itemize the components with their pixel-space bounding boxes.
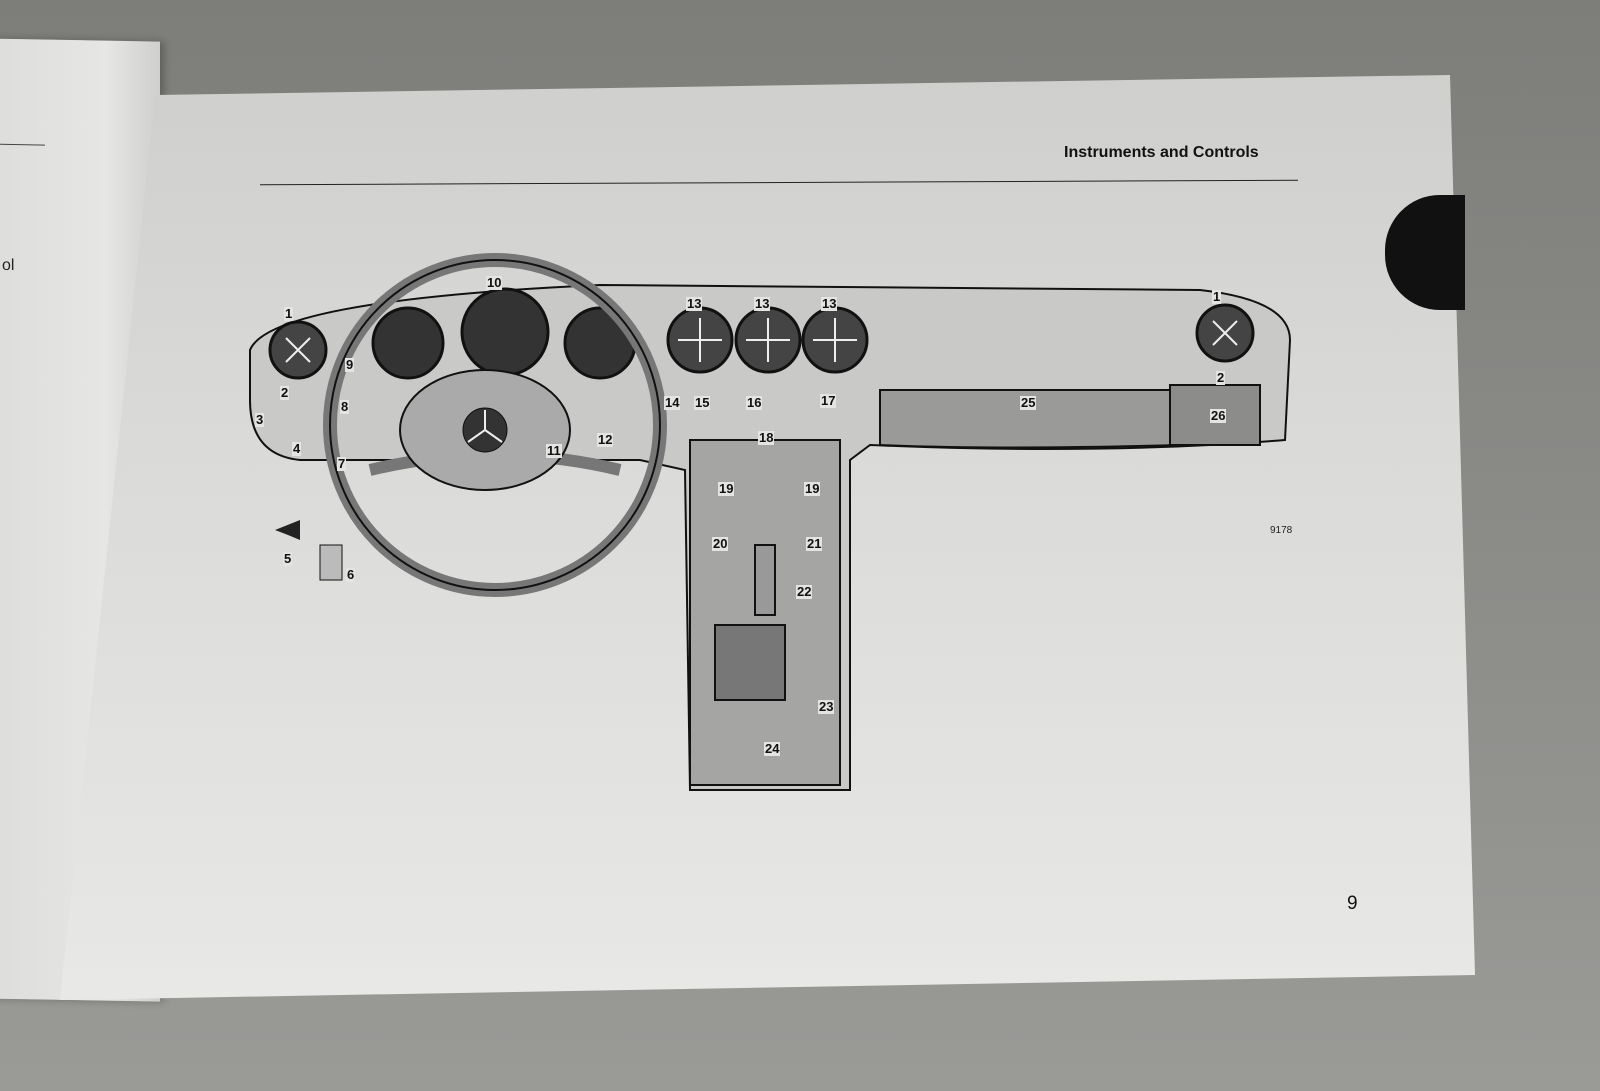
callout-4: 4 — [292, 441, 302, 456]
callout-3: 3 — [255, 412, 265, 427]
callout-21: 21 — [806, 536, 823, 551]
callout-23: 23 — [818, 699, 835, 714]
callout-6: 6 — [346, 567, 356, 582]
callout-13: 13 — [686, 296, 703, 311]
callout-2: 2 — [1216, 370, 1226, 385]
callout-26: 26 — [1210, 408, 1227, 423]
callout-8: 8 — [340, 399, 350, 414]
callout-13: 13 — [754, 296, 771, 311]
callout-1: 1 — [1212, 289, 1222, 304]
callout-22: 22 — [796, 584, 813, 599]
callout-13: 13 — [821, 296, 838, 311]
callout-14: 14 — [664, 395, 681, 410]
callout-20: 20 — [712, 536, 729, 551]
callout-1: 1 — [284, 306, 294, 321]
callout-12: 12 — [597, 432, 614, 447]
callout-2: 2 — [280, 385, 290, 400]
callout-17: 17 — [820, 393, 837, 408]
callout-18: 18 — [758, 430, 775, 445]
callout-19: 19 — [718, 481, 735, 496]
thumb-index-tab — [1385, 195, 1465, 310]
callout-15: 15 — [694, 395, 711, 410]
callout-24: 24 — [764, 741, 781, 756]
callout-5: 5 — [283, 551, 293, 566]
callout-16: 16 — [746, 395, 763, 410]
callout-11: 11 — [546, 443, 562, 458]
page-title: Instruments and Controls — [1064, 144, 1259, 161]
callout-25: 25 — [1020, 395, 1037, 410]
callout-9: 9 — [345, 357, 355, 372]
callout-19: 19 — [804, 481, 821, 496]
callout-7: 7 — [337, 456, 347, 471]
page-number: 9 — [1347, 893, 1358, 914]
callout-10: 10 — [486, 275, 503, 290]
figure-number: 9178 — [1270, 525, 1293, 536]
